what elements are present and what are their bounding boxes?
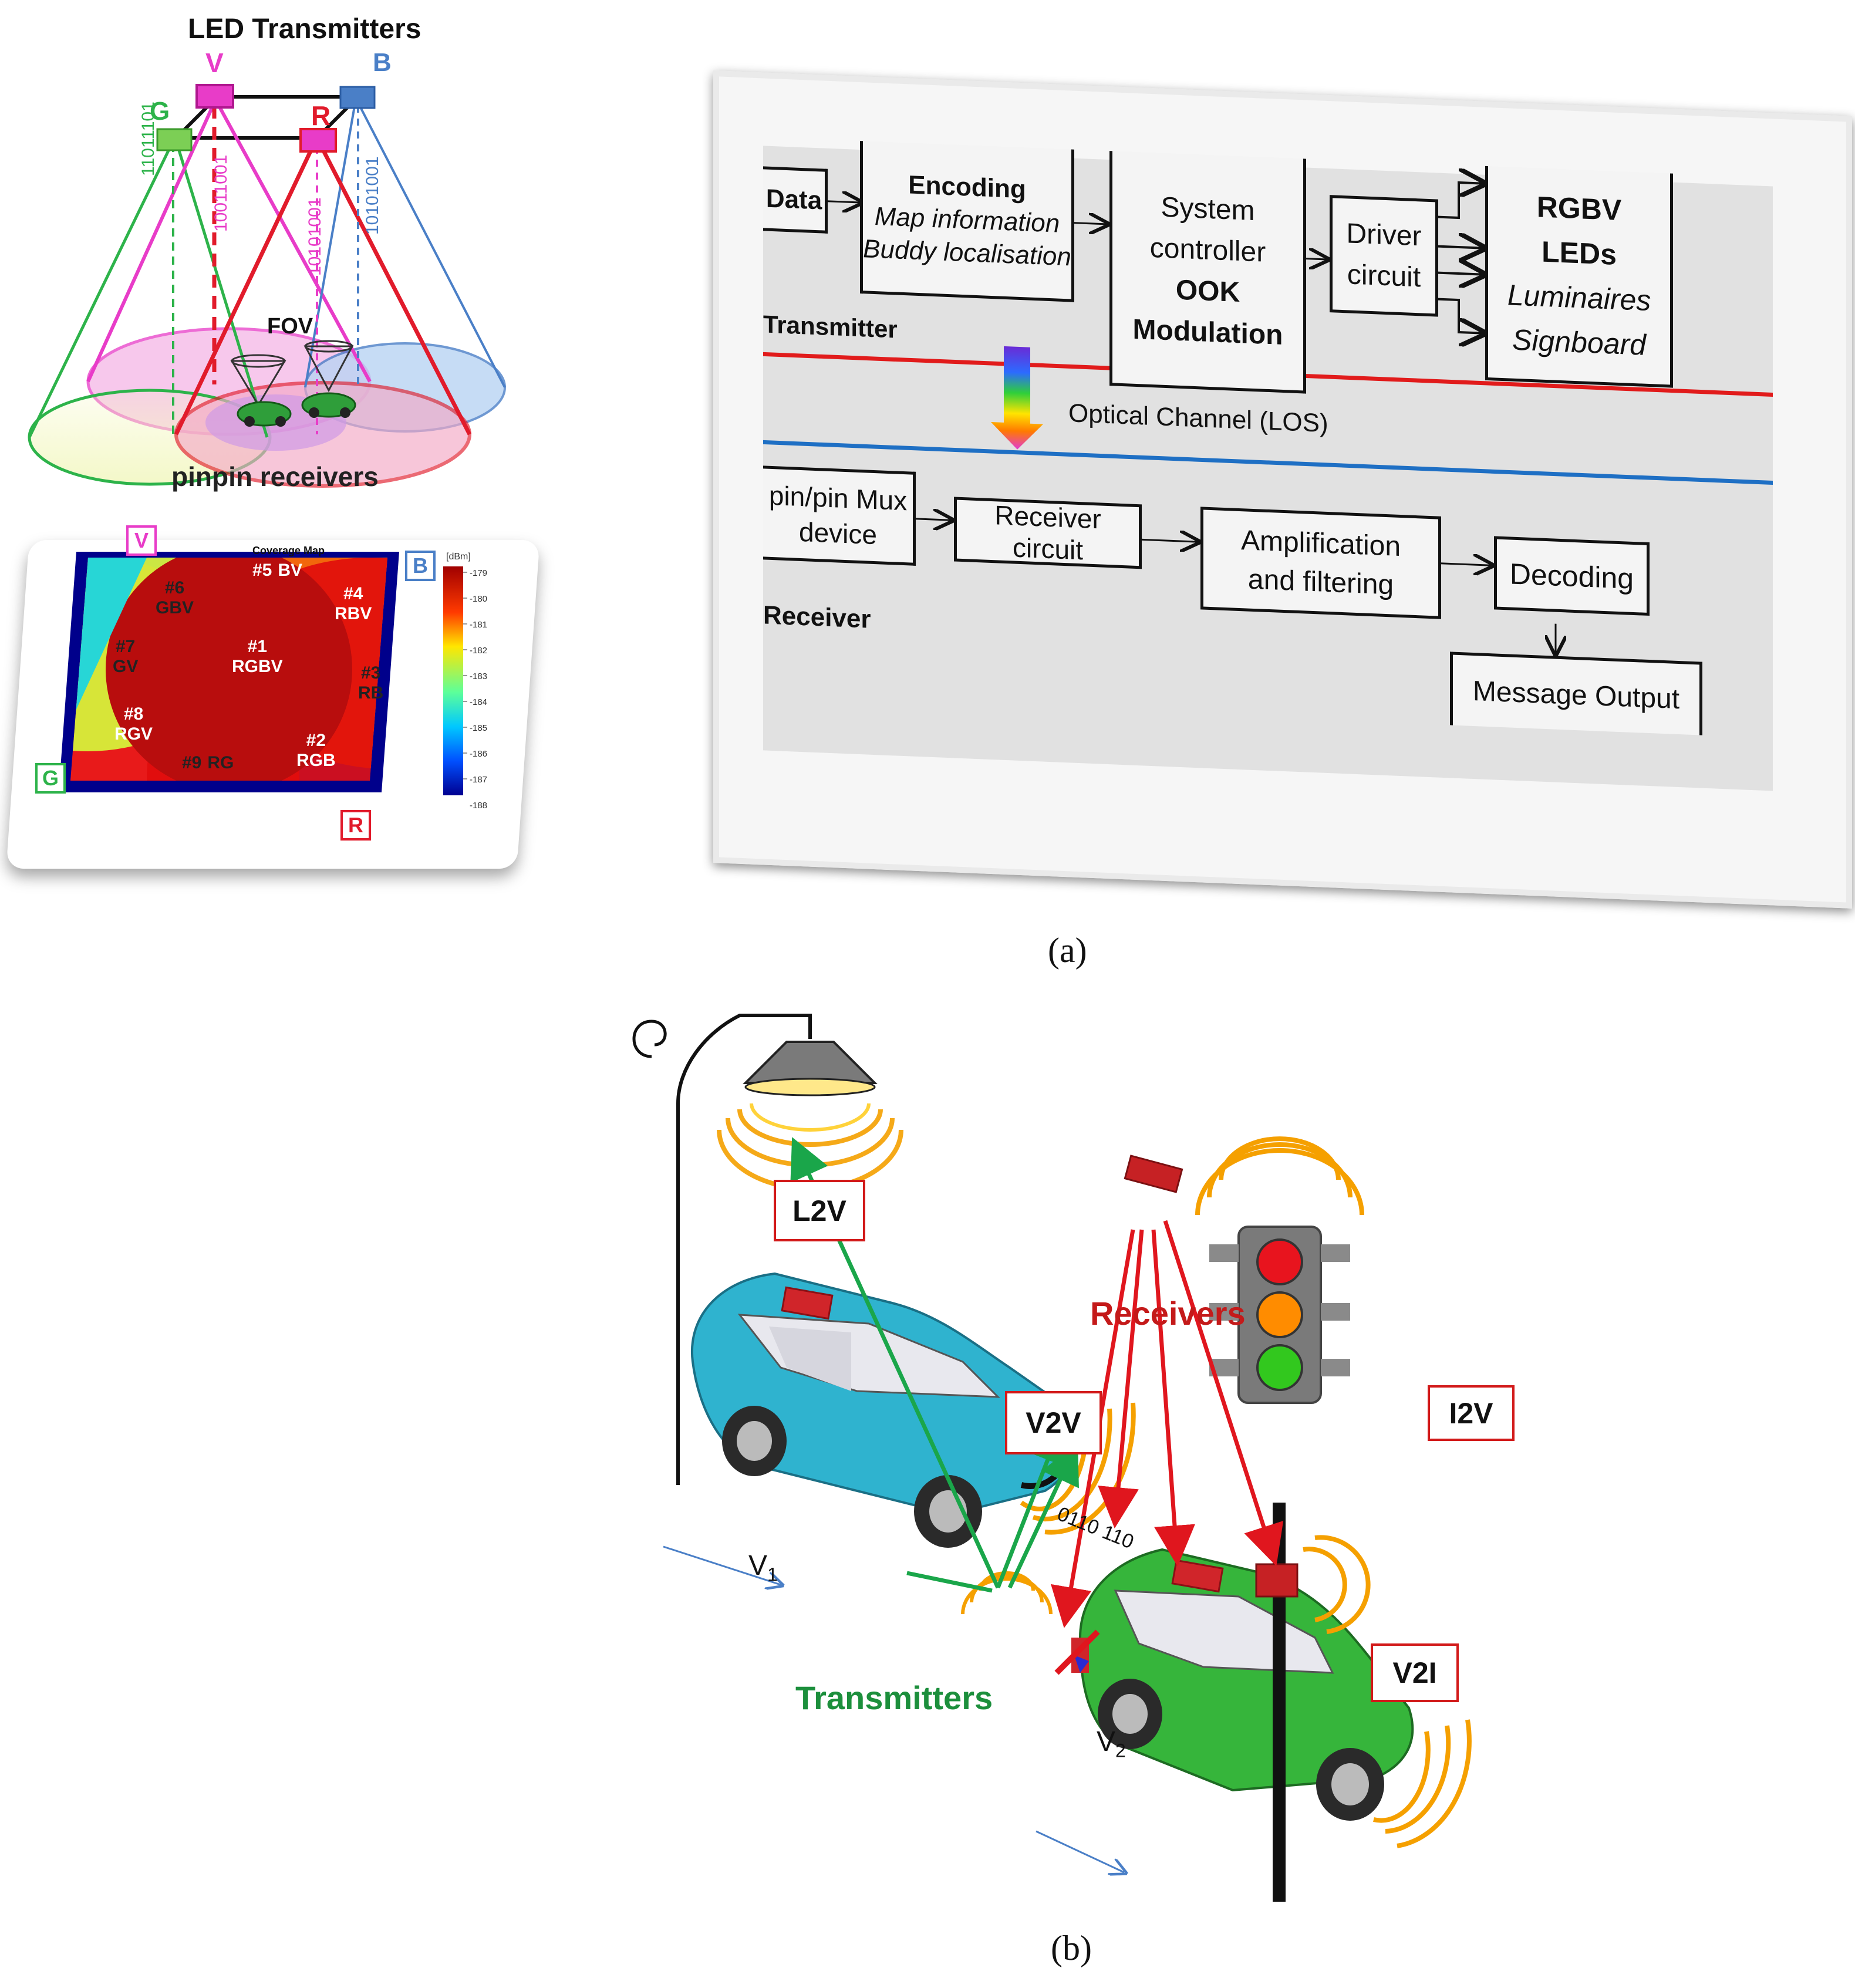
leds-line1: RGBV [1536, 190, 1622, 227]
data-label: Data [765, 184, 822, 215]
transmitter-section-label: Transmitter [763, 310, 898, 343]
i2v-label: I2V [1428, 1385, 1515, 1441]
velocity-v1: V1 [748, 1550, 778, 1585]
tx-label-r: R [311, 100, 331, 131]
receiver-circuit-block: Receiver circuit [954, 497, 1142, 569]
encoding-block: Encoding Map information Buddy localisat… [860, 141, 1074, 302]
corner-g: G [35, 763, 66, 794]
corner-b: B [405, 551, 436, 581]
colorbar-tick: -183 [470, 671, 488, 681]
receivers-label: Receivers [1090, 1295, 1246, 1332]
system-controller-block: System controller OOK Modulation [1109, 151, 1306, 394]
data-block: Data [763, 166, 828, 234]
system-line1: System [1161, 191, 1255, 227]
corner-v: V [126, 525, 157, 556]
pinpin-receivers-label: pinpin receivers [171, 461, 379, 492]
colorbar-tick: -181 [470, 620, 488, 630]
tx-code-r: 10101001 [305, 197, 325, 276]
mux-device-block: pin/pin Mux device [763, 465, 916, 566]
amplification-filtering-block: Amplification and filtering [1200, 507, 1441, 619]
colorbar-tick: -184 [470, 697, 488, 707]
coverage-map-title: Coverage Map [252, 545, 325, 556]
v2i-label: V2I [1371, 1643, 1459, 1702]
amp-line1: Amplification [1240, 524, 1401, 562]
transmitters-label: Transmitters [795, 1679, 993, 1716]
decoding-label: Decoding [1509, 556, 1634, 595]
mux-line2: device [799, 516, 877, 551]
colorbar-tick: -186 [470, 749, 488, 759]
colorbar-unit: [dBm] [446, 552, 471, 562]
system-line4: Modulation [1132, 313, 1283, 351]
colorbar-tick: -182 [470, 646, 488, 656]
message-output-block: Message Output [1450, 652, 1702, 735]
block-diagram-board: Data Encoding Map information Buddy loca… [713, 70, 1852, 909]
traffic-scene [632, 1014, 1472, 1902]
mux-line1: pin/pin Mux [768, 480, 908, 517]
fov-label: FOV [267, 314, 313, 339]
tx-code-v: 10011001 [211, 154, 231, 232]
decoding-block: Decoding [1494, 536, 1650, 616]
colorbar-tick: -180 [470, 594, 488, 604]
velocity-v2: V2 [1097, 1726, 1126, 1761]
colorbar-tick: -188 [470, 801, 488, 811]
tx-code-g: 11011101 [139, 102, 158, 176]
led-cone-illustration [28, 84, 506, 488]
colorbar-tick: -179 [470, 568, 488, 578]
coverage-map-plot [59, 552, 467, 795]
system-line3: OOK [1175, 274, 1240, 308]
driver-line1: Driver [1346, 218, 1422, 252]
rgbv-leds-block: RGBV LEDs Luminaires Signboard [1485, 166, 1673, 388]
driver-circuit-block: Driver circuit [1330, 195, 1438, 317]
v2v-label: V2V [1005, 1391, 1102, 1454]
leds-line3: Luminaires [1507, 278, 1651, 318]
l2v-label: L2V [774, 1180, 865, 1241]
driver-line2: circuit [1347, 259, 1421, 293]
colorbar-tick: -187 [470, 775, 488, 785]
message-output-label: Message Output [1472, 675, 1680, 715]
leds-line2: LEDs [1542, 235, 1617, 271]
receiver-circuit-label: Receiver circuit [994, 499, 1101, 566]
encoding-title: Encoding [908, 170, 1026, 204]
tx-label-v: V [205, 48, 224, 78]
caption-b: (b) [1051, 1929, 1092, 1967]
colorbar-tick: -185 [470, 723, 488, 733]
corner-r: R [340, 810, 371, 841]
caption-a: (a) [1048, 931, 1087, 970]
led-transmitters-title: LED Transmitters [188, 13, 421, 45]
amp-line2: and filtering [1247, 563, 1394, 601]
receiver-section-label: Receiver [763, 600, 871, 629]
tx-code-b: 10101001 [363, 156, 382, 235]
tx-label-g: G [150, 97, 170, 126]
tx-label-b: B [373, 48, 392, 77]
colorbar-ticks: -179 -180 -181 -182 -183 -184 -185 -186 … [470, 568, 517, 821]
system-line2: controller [1149, 232, 1266, 268]
leds-line4: Signboard [1512, 323, 1646, 362]
